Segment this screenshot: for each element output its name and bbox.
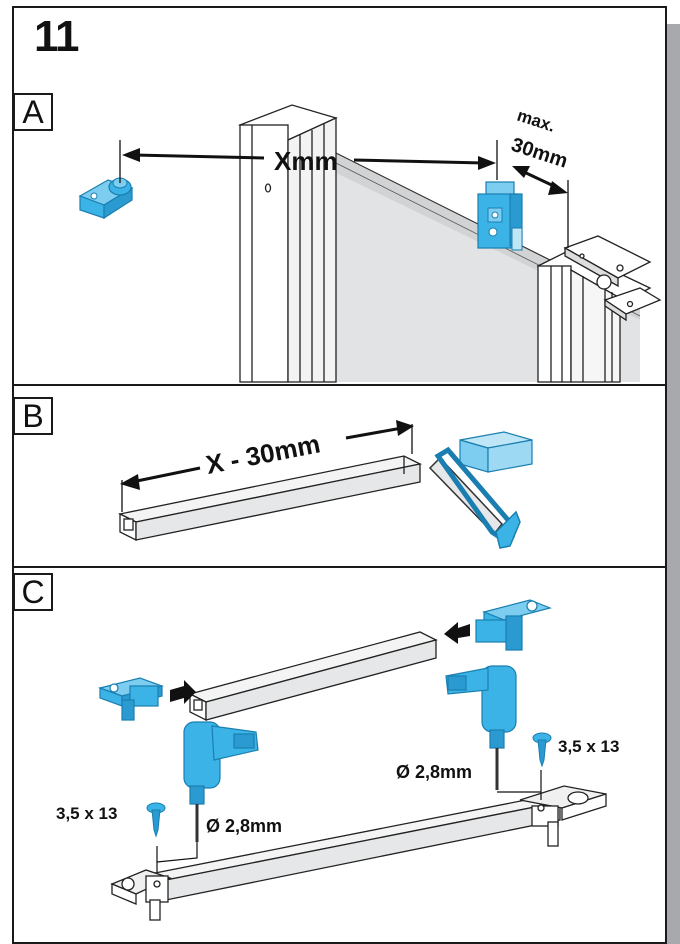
screw-size-right: 3,5 x 13 [558,737,619,756]
panel-label-c: C [13,573,53,611]
bracket-left-icon [97,677,165,721]
wall-profile-left [238,104,338,383]
panel-label-a: A [13,93,53,131]
wall-profile-right [536,235,662,383]
glass-bracket-icon [477,181,523,251]
aluminium-bar [118,455,422,542]
screw-left-icon [146,802,166,838]
panel-label-b: B [13,397,53,435]
wall-bracket-icon [78,177,134,220]
step-number: 11 [34,12,80,61]
bracket-right-icon [475,599,552,651]
top-bar [188,631,438,722]
page-shadow [667,24,680,944]
drill-size-left: Ø 2,8mm [206,816,282,836]
panel-divider-ab [12,384,667,386]
dimension-xmm: Xmm [274,146,338,176]
drill-size-right: Ø 2,8mm [396,762,472,782]
screw-size-left: 3,5 x 13 [56,804,117,823]
hacksaw-icon [428,446,521,549]
cut-off-piece-icon [459,431,533,473]
arrow-insert-right-icon [444,622,470,644]
drill-right-icon [445,665,517,790]
screw-right-icon [532,732,552,768]
drill-left-icon [183,721,259,842]
panel-divider-bc [12,566,667,568]
arrow-insert-left-icon [170,680,196,704]
assembled-bar [110,785,607,921]
